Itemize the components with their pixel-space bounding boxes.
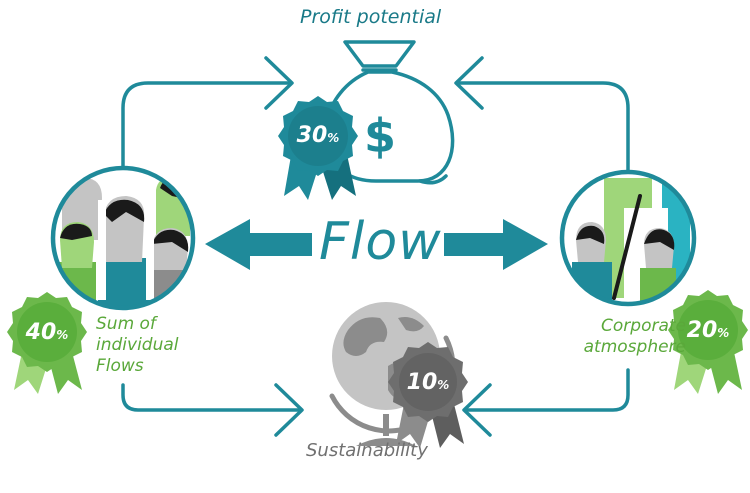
rosette-badge-10: 10% [388,342,468,448]
corporate-atmosphere-illustration [559,169,697,307]
sustainability-label: Sustainability [306,440,428,461]
rosette-badge-20: 20% [668,290,748,394]
corporate-percent-unit: % [717,326,729,340]
individuals-illustration [50,165,196,311]
individual-label-line-1: Sum of [96,314,156,334]
arrowhead-top-left [264,56,294,110]
double-arrow-left-icon [205,219,312,270]
individual-flows-label: Sum of individual Flows [96,314,216,377]
flow-center-label: Flow [319,212,442,272]
connector-bottom-right [466,368,630,412]
connector-bottom-left [121,383,300,412]
arrowhead-bottom-left [274,383,304,437]
individual-label-line-2: individual [96,335,179,355]
double-arrow-right-icon [444,219,548,270]
sustainability-percent: 10 [407,370,438,395]
corporate-label-line-2: atmosphere [583,337,686,357]
individual-label-line-3: Flows [96,356,144,376]
arrowhead-top-right [454,56,484,110]
svg-text:10%: 10% [407,370,450,395]
corporate-atmosphere-label: Corporate atmosphere [556,316,686,358]
connector-top-right [458,81,630,174]
central-double-arrow [205,219,548,270]
rosette-badge-30: 30% [278,96,358,200]
sustainability-percent-unit: % [437,378,449,392]
corporate-label-line-1: Corporate [601,316,686,336]
svg-text:20%: 20% [687,318,730,343]
profit-percent-unit: % [327,131,339,145]
individual-percent-unit: % [56,328,68,342]
dollar-symbol: $ [364,109,396,163]
profit-potential-label: Profit potential [300,6,442,28]
rosette-badge-40: 40% [7,292,87,394]
money-bag-icon: $ [323,40,455,185]
individual-percent: 40 [25,320,57,345]
profit-percent: 30 [297,123,328,148]
svg-text:40%: 40% [25,320,69,345]
cycle-connectors [121,56,630,437]
corporate-percent: 20 [687,318,718,343]
connector-top-left [121,81,290,170]
arrowhead-bottom-right [462,383,492,437]
svg-text:30%: 30% [297,123,340,148]
